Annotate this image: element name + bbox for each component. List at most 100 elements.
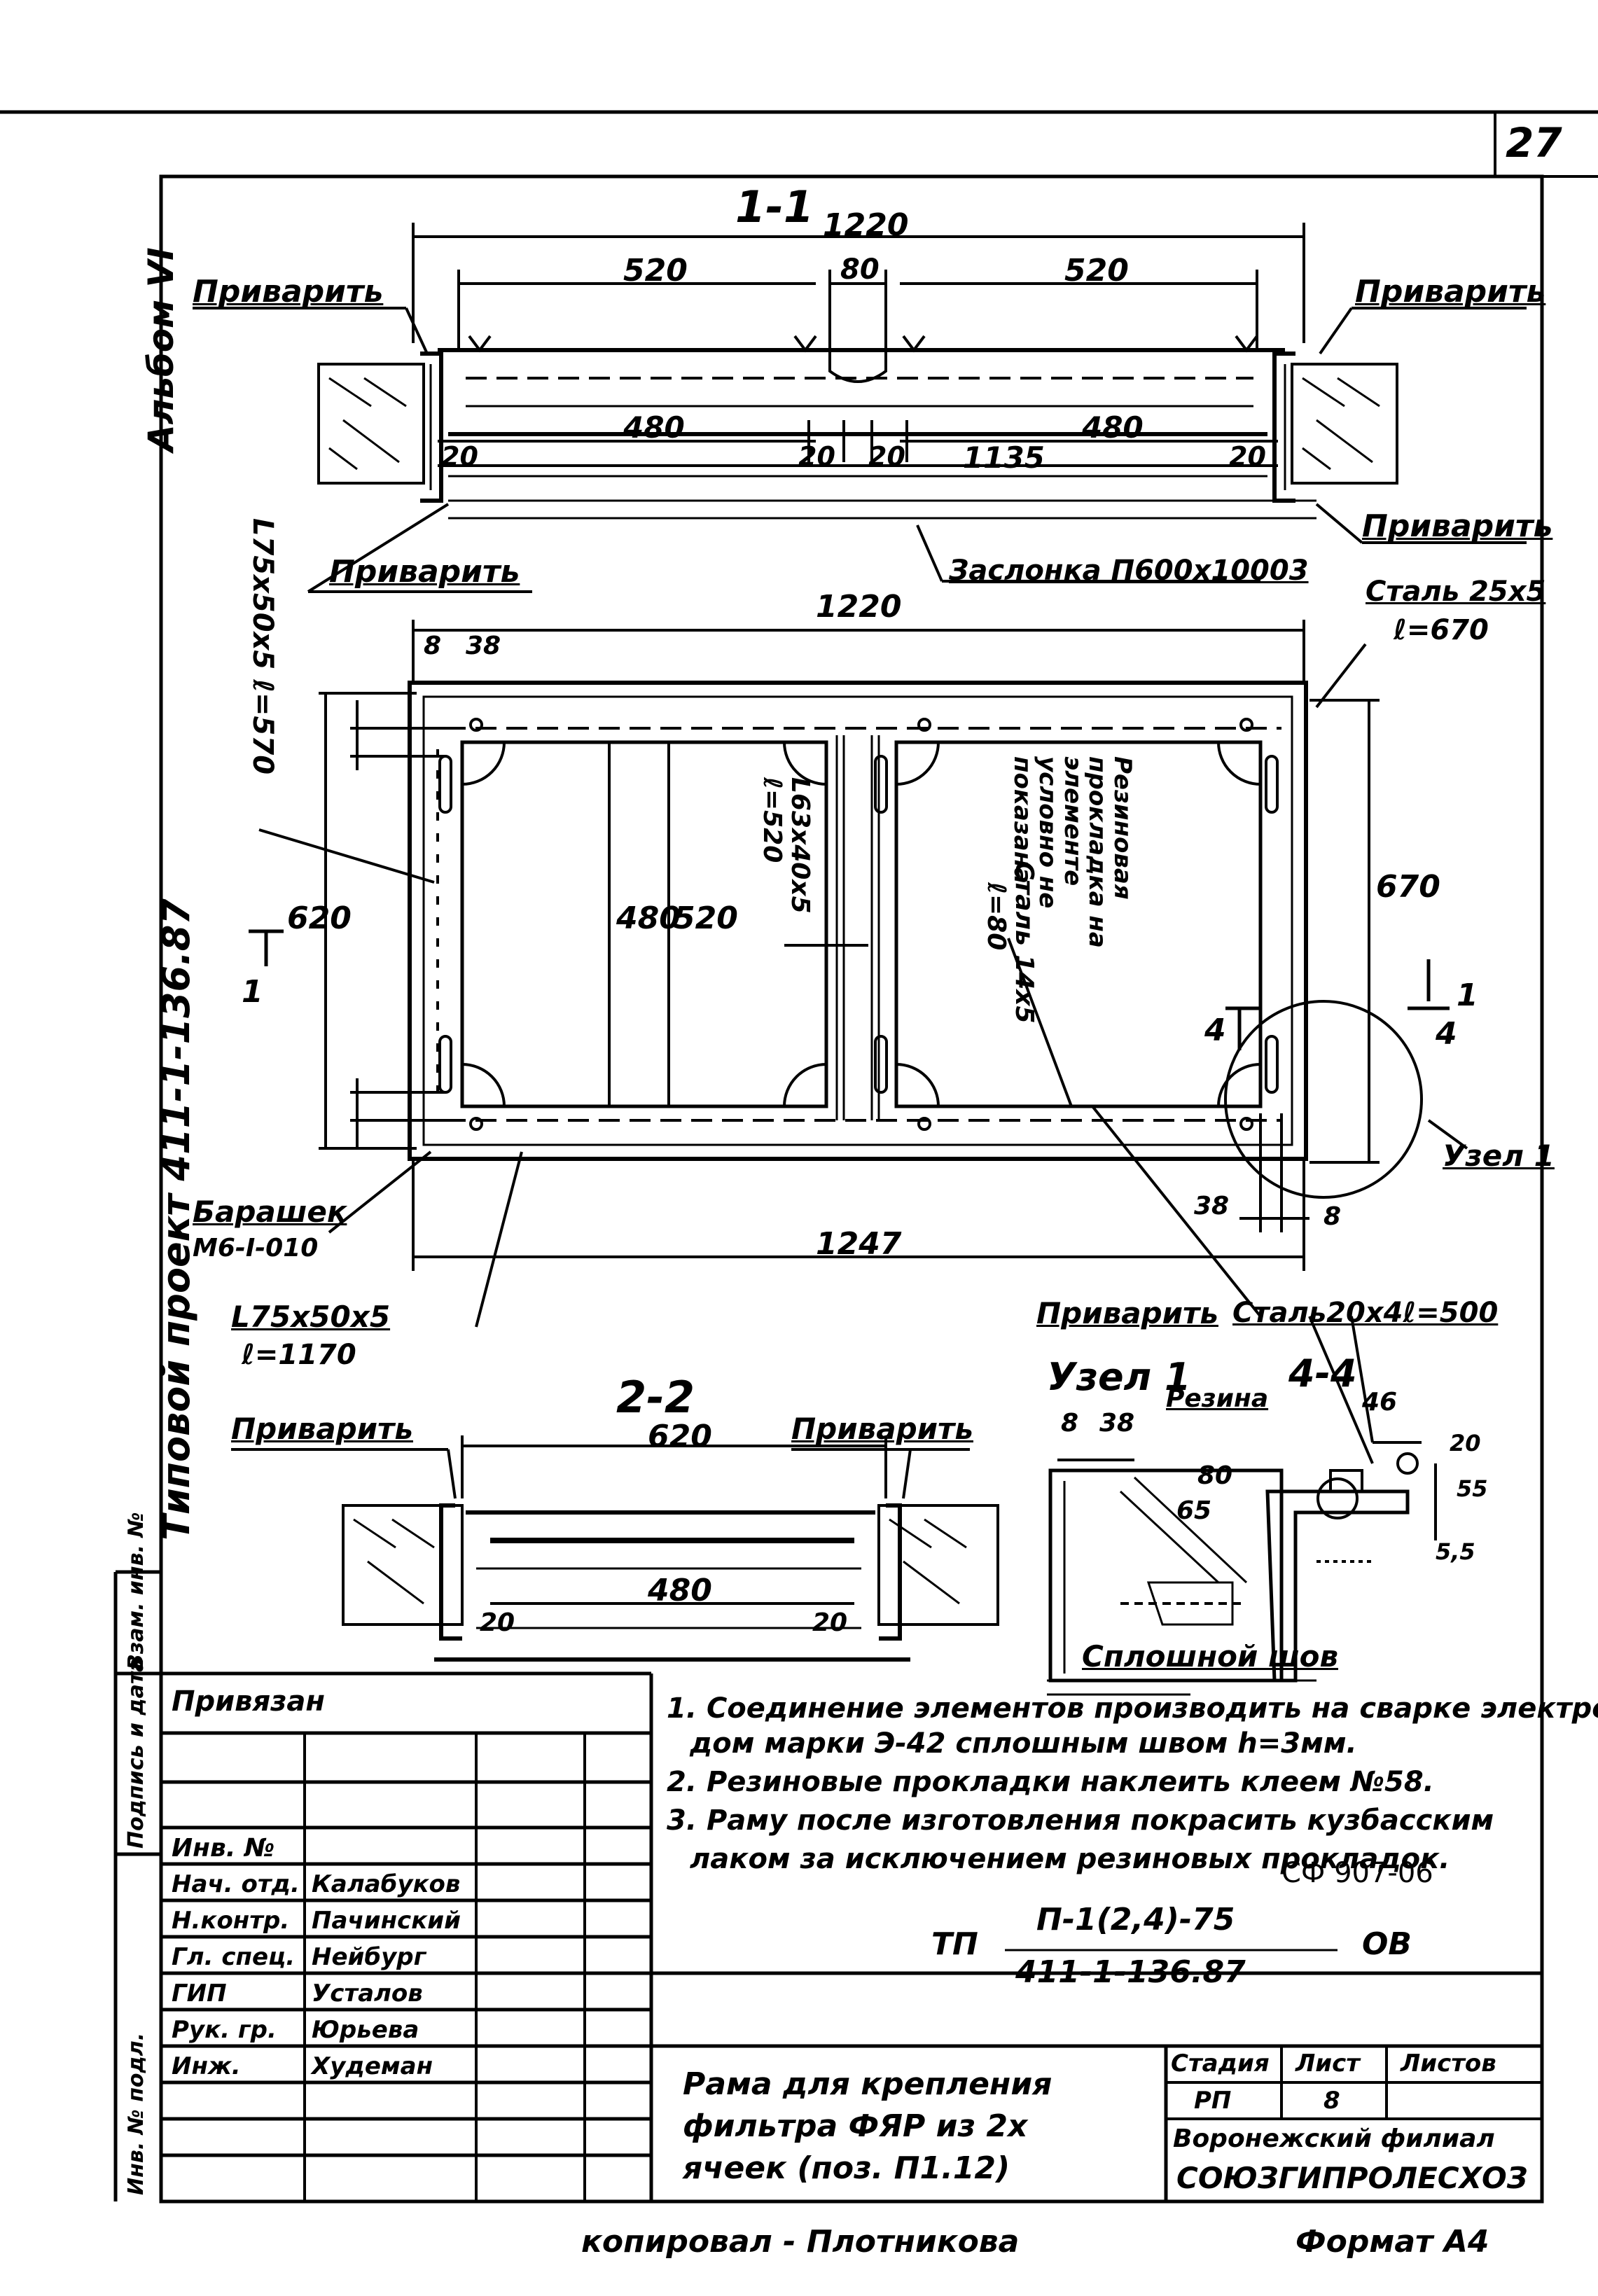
dim-plan-8-top: 8 <box>424 632 442 660</box>
cut-mark-4-right: 4 <box>1436 1016 1457 1052</box>
sig-role-1: Нач. отд. <box>172 1870 300 1898</box>
stage-value: РП <box>1194 2087 1232 2115</box>
drawing-title-line-3: ячеек (поз. П1.12) <box>683 2150 1010 2186</box>
node-1-dim-80: 80 <box>1197 1461 1233 1490</box>
dim-plan-1220: 1220 <box>816 589 902 625</box>
weld-label-bottom-left: Приварить <box>329 554 520 590</box>
dim-1-1-right: 520 <box>1064 253 1129 288</box>
weld-label-2-2-right: Приварить <box>791 1412 973 1446</box>
wingnut-label: Барашек <box>193 1195 347 1229</box>
drawing-title-line-1: Рама для крепления <box>683 2066 1052 2102</box>
section-1-1-drawing <box>193 223 1527 593</box>
dim-2-2-620: 620 <box>648 1419 712 1454</box>
dim-plan-520: 520 <box>674 900 738 936</box>
doc-prefix: ТП <box>931 1926 978 1962</box>
dim-1-1-mid: 80 <box>840 253 880 286</box>
drawing-frame <box>159 174 1544 2204</box>
dim-plan-38-bottom: 38 <box>1194 1192 1230 1220</box>
cut-mark-4-left: 4 <box>1204 1013 1226 1048</box>
node-1-dim-8: 8 <box>1061 1409 1079 1438</box>
project-label: Типовой проект 411-1-136.87 <box>154 898 198 1540</box>
dim-1-1-right-inner: 480 <box>1082 410 1144 445</box>
weld-label-4-4: Приварить <box>1036 1296 1218 1330</box>
dim-4-4-55: 55 <box>1457 1475 1488 1502</box>
angle-bottom-length: ℓ=1170 <box>242 1339 356 1371</box>
doc-code-bottom: 411-1-136.87 <box>1015 1954 1246 1990</box>
dim-1-1-left-inner: 480 <box>623 410 685 445</box>
sig-name-4: Усталов <box>312 1980 423 2008</box>
side-label-signature: Подпись и дата <box>124 1657 148 1849</box>
note-line-2: дом марки Э-42 сплошным швом h=3мм. <box>690 1727 1357 1760</box>
note-line-5: лаком за исключением резиновых прокладок… <box>690 1843 1450 1875</box>
page-number: 27 <box>1506 119 1562 167</box>
section-4-4-title: 4-4 <box>1288 1351 1357 1396</box>
weld-label-top-right: Приварить <box>1355 274 1546 309</box>
node-1-drawing <box>1047 1459 1316 1696</box>
section-1-1-title: 1-1 <box>735 181 814 232</box>
dim-1-1-1135: 1135 <box>963 440 1045 475</box>
dim-1-1-edge-left: 20 <box>441 441 478 472</box>
section-4-4-drawing <box>1265 1316 1437 1683</box>
sig-name-2: Пачинский <box>312 1907 461 1935</box>
weld-label-bottom-right: Приварить <box>1362 508 1553 544</box>
steel-4-4-label: Сталь20х4ℓ=500 <box>1232 1297 1499 1329</box>
stamp-code: СФ 907-06 <box>1281 1857 1433 1889</box>
doc-suffix: ОВ <box>1362 1926 1412 1962</box>
weld-label-2-2-left: Приварить <box>231 1412 413 1446</box>
dim-1-1-gap-a: 20 <box>798 441 835 472</box>
section-2-2-drawing <box>231 1435 999 1662</box>
seam-label: Сплошной шов <box>1082 1639 1339 1674</box>
sheet-header: Лист <box>1295 2050 1360 2078</box>
doc-code-top: П-1(2,4)-75 <box>1036 1902 1235 1937</box>
sig-name-1: Калабуков <box>312 1870 461 1898</box>
node-1-dim-38: 38 <box>1099 1409 1135 1438</box>
note-line-4: 3. Раму после изготовления покрасить куз… <box>667 1804 1494 1837</box>
node-1-title: Узел 1 <box>1047 1355 1191 1399</box>
sig-role-5: Рук. гр. <box>172 2016 277 2044</box>
sig-role-6: Инж. <box>172 2052 241 2080</box>
steel-top-label: Сталь 25x5 <box>1366 576 1546 608</box>
organization-main: СОЮЗГИПРОЛЕСХОЗ <box>1176 2161 1528 2195</box>
dim-plan-620: 620 <box>287 900 352 936</box>
stage-header: Стадия <box>1171 2050 1270 2078</box>
dim-2-2-480: 480 <box>648 1573 712 1608</box>
rubber-note: Резиновая прокладка на элементе условно … <box>1008 756 1137 948</box>
sig-name-5: Юрьева <box>312 2016 419 2044</box>
side-label-replace: Взам. инв. № <box>124 1512 148 1670</box>
bound-label: Привязан <box>172 1685 326 1718</box>
title-block-frame <box>113 1570 1542 2201</box>
note-line-1: 1. Соединение элементов производить на с… <box>667 1692 1598 1725</box>
dim-plan-38-top: 38 <box>466 632 501 660</box>
sig-role-4: ГИП <box>172 1980 227 2008</box>
dim-plan-670: 670 <box>1376 869 1440 905</box>
inv-no-label: Инв. № <box>172 1834 275 1863</box>
node-1-dim-65: 65 <box>1176 1496 1212 1525</box>
damper-label: Заслонка П600х10003 <box>949 555 1309 587</box>
cut-mark-1-left: 1 <box>242 974 263 1010</box>
sig-role-3: Гл. спец. <box>172 1943 296 1971</box>
sheets-header: Листов <box>1401 2050 1496 2078</box>
weld-label-top-left: Приварить <box>193 274 384 309</box>
rubber-label: Резина <box>1166 1384 1269 1413</box>
album-label: Альбом VI <box>141 247 181 452</box>
dim-plan-480: 480 <box>616 900 681 936</box>
strip-length: ℓ=80 <box>982 882 1010 951</box>
drawing-title-line-2: фильтра ФЯР из 2х <box>683 2108 1028 2144</box>
sig-role-2: Н.контр. <box>172 1907 290 1935</box>
dim-1-1-overall: 1220 <box>823 207 909 243</box>
dim-1-1-left: 520 <box>623 253 688 288</box>
sig-name-6: Худеман <box>312 2052 433 2080</box>
copied-by: копировал - Плотникова <box>581 2224 1020 2260</box>
angle-bottom-label: L75x50x5 <box>231 1300 391 1334</box>
organization-label: Воронежский филиал <box>1173 2124 1495 2153</box>
format-label: Формат А4 <box>1295 2224 1489 2260</box>
sheet-value: 8 <box>1323 2087 1340 2115</box>
dim-4-4-5-5: 5,5 <box>1436 1538 1475 1565</box>
note-line-3: 2. Резиновые прокладки наклеить клеем №5… <box>667 1766 1434 1798</box>
dim-plan-1247: 1247 <box>816 1226 902 1262</box>
angle-vertical-label: L75x50x5 ℓ=570 <box>246 518 279 775</box>
dim-4-4-20: 20 <box>1450 1430 1481 1456</box>
angle-inner-length: ℓ=520 <box>758 777 786 863</box>
section-2-2-title: 2-2 <box>616 1372 695 1423</box>
